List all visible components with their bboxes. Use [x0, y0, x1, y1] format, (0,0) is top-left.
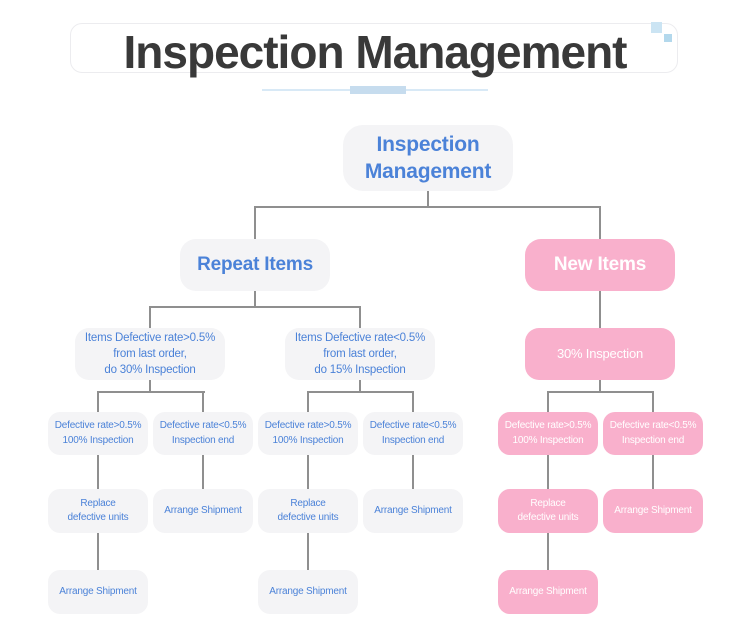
connector-line [202, 391, 204, 412]
node-nw-defect-low: Defective rate<0.5% Inspection end [603, 412, 703, 455]
page-title: Inspection Management [123, 26, 628, 78]
connector-line [97, 391, 205, 393]
node-nw-defect-high: Defective rate>0.5% 100% Inspection [498, 412, 598, 455]
connector-line [149, 306, 151, 328]
connector-line [307, 455, 309, 489]
decor-square-small-icon [664, 34, 672, 42]
connector-line [599, 380, 601, 392]
connector-line [412, 455, 414, 489]
connector-line [307, 391, 414, 393]
connector-line [547, 533, 549, 570]
node-repeat-high-rate: Items Defective rate>0.5% from last orde… [75, 328, 225, 380]
title-underline-accent [350, 86, 406, 94]
connector-line [254, 206, 601, 208]
connector-line [547, 391, 549, 412]
connector-line [359, 380, 361, 392]
node-new-30-inspection: 30% Inspection [525, 328, 675, 380]
node-nw-arrange-shipment-final: Arrange Shipment [498, 570, 598, 614]
connector-line [652, 455, 654, 489]
node-repeat-low-rate: Items Defective rate<0.5% from last orde… [285, 328, 435, 380]
node-rh-defect-high: Defective rate>0.5% 100% Inspection [48, 412, 148, 455]
node-rh-defect-low: Defective rate<0.5% Inspection end [153, 412, 253, 455]
connector-line [149, 380, 151, 392]
connector-line [254, 206, 256, 239]
connector-line [547, 455, 549, 489]
node-rl-replace-units: Replace defective units [258, 489, 358, 533]
decor-square-large-icon [651, 22, 662, 33]
connector-line [202, 455, 204, 489]
node-rl-defect-low: Defective rate<0.5% Inspection end [363, 412, 463, 455]
node-new-items: New Items [525, 239, 675, 291]
connector-line [652, 391, 654, 412]
node-nw-replace-units: Replace defective units [498, 489, 598, 533]
connector-line [254, 291, 256, 307]
connector-line [97, 391, 99, 412]
connector-line [97, 533, 99, 570]
node-root: Inspection Management [343, 125, 513, 191]
connector-line [412, 391, 414, 412]
connector-line [149, 306, 361, 308]
node-rh-replace-units: Replace defective units [48, 489, 148, 533]
node-rl-arrange-shipment: Arrange Shipment [363, 489, 463, 533]
connector-line [599, 206, 601, 239]
node-rh-arrange-shipment: Arrange Shipment [153, 489, 253, 533]
connector-line [307, 533, 309, 570]
node-nw-arrange-shipment: Arrange Shipment [603, 489, 703, 533]
node-rl-arrange-shipment-final: Arrange Shipment [258, 570, 358, 614]
connector-line [427, 191, 429, 207]
node-rh-arrange-shipment-final: Arrange Shipment [48, 570, 148, 614]
connector-line [307, 391, 309, 412]
node-repeat-items: Repeat Items [180, 239, 330, 291]
node-rl-defect-high: Defective rate>0.5% 100% Inspection [258, 412, 358, 455]
connector-line [97, 455, 99, 489]
connector-line [599, 291, 601, 328]
header-card [70, 23, 678, 73]
connector-line [547, 391, 654, 393]
connector-line [359, 306, 361, 328]
